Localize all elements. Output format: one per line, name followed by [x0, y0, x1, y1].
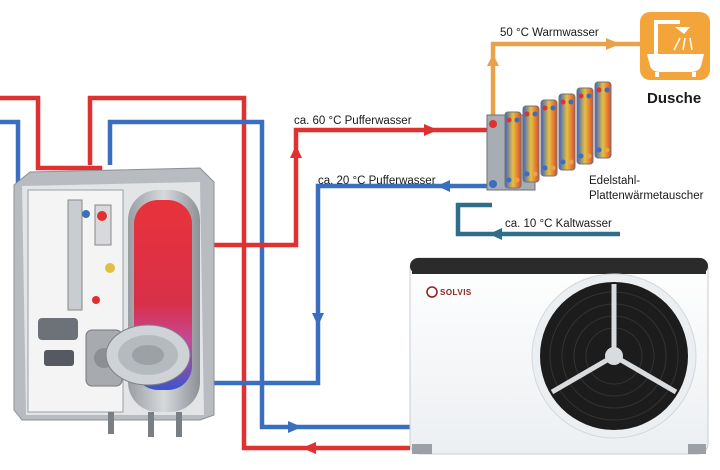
shower-tile	[640, 12, 710, 80]
exchanger-plate	[540, 99, 558, 177]
arrow-left-red-bottom	[302, 442, 316, 454]
plate-port	[596, 147, 602, 153]
arrow-up-warm	[487, 54, 499, 66]
label-dusche: Dusche	[647, 90, 702, 107]
pipe-warm-water	[490, 41, 640, 118]
heat-pump-unit	[409, 257, 709, 455]
pipe-cold-from-exchanger	[180, 183, 488, 386]
plate-port	[560, 99, 566, 105]
plate-port	[524, 171, 530, 177]
brand-logo: SOLVIS	[440, 288, 472, 297]
label-exchanger-line1: Edelstahl-	[589, 175, 641, 187]
arrow-up-hot	[290, 145, 302, 158]
exchanger-plate	[576, 87, 594, 165]
plate-heat-exchanger	[486, 81, 612, 191]
plate-port	[596, 87, 602, 93]
plate-port	[550, 105, 556, 111]
plate-port	[532, 171, 538, 177]
plate-port	[578, 93, 584, 99]
plate-port	[506, 177, 512, 183]
label-exchanger-line2: Plattenwärmetauscher	[589, 190, 704, 202]
exchanger-plate	[504, 111, 522, 189]
pipe-loop-red	[87, 95, 410, 451]
arrow-right-hot	[424, 124, 438, 136]
plate-port	[542, 105, 548, 111]
arrow-left-cold	[437, 180, 450, 192]
arrow-left-coldwater	[489, 228, 502, 240]
plate-port	[586, 153, 592, 159]
exchanger-plate	[558, 93, 576, 171]
pipe-cold-water	[455, 202, 620, 237]
plate-port	[532, 111, 538, 117]
pipe-hot-to-exchanger	[178, 127, 488, 248]
plate-port	[604, 147, 610, 153]
exchanger-plate	[594, 81, 612, 159]
plate-port	[550, 165, 556, 171]
plate-port	[568, 159, 574, 165]
pipe-loop-blue	[107, 119, 410, 430]
arrow-right-warm	[606, 38, 620, 50]
label-pufferwasser-hot: ca. 60 °C Pufferwasser	[294, 115, 412, 127]
plate-port	[560, 159, 566, 165]
flow-arrows	[288, 38, 620, 454]
label-warmwasser: 50 °C Warmwasser	[500, 27, 599, 39]
plate-port	[514, 117, 520, 123]
plate-port	[586, 93, 592, 99]
label-kaltwasser: ca. 10 °C Kaltwasser	[505, 218, 612, 230]
storage-unit	[13, 167, 215, 437]
plate-port	[578, 153, 584, 159]
pipes	[0, 41, 640, 451]
plate-port	[604, 87, 610, 93]
plate-port	[542, 165, 548, 171]
plate-port	[524, 111, 530, 117]
plate-port	[506, 117, 512, 123]
plate-port	[568, 99, 574, 105]
label-pufferwasser-cold: ca. 20 °C Pufferwasser	[318, 175, 436, 187]
arrow-right-blue-bottom	[288, 421, 302, 433]
exchanger-plate	[522, 105, 540, 183]
plate-port	[514, 177, 520, 183]
arrow-down-cold	[312, 313, 324, 326]
